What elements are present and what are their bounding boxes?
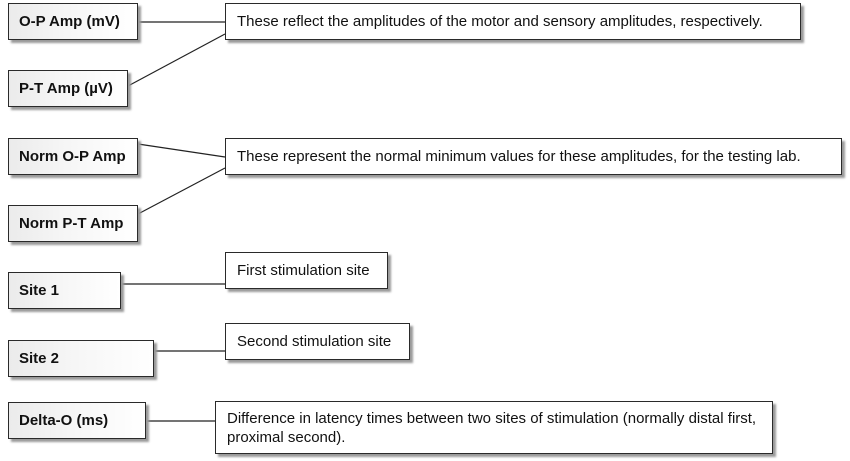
desc-site1-text: First stimulation site — [237, 262, 370, 279]
term-pt-amp-label: P-T Amp (µV) — [19, 80, 113, 97]
term-norm-op-amp-label: Norm O-P Amp — [19, 148, 126, 165]
desc-site2: Second stimulation site — [225, 323, 410, 360]
term-delta-o-label: Delta-O (ms) — [19, 412, 109, 429]
term-site1: Site 1 — [8, 272, 121, 309]
connector-pt-amp — [127, 33, 226, 87]
term-site2-label: Site 2 — [19, 350, 60, 367]
term-norm-pt-amp: Norm P-T Amp — [8, 205, 138, 242]
term-norm-op-amp: Norm O-P Amp — [8, 138, 138, 175]
term-pt-amp: P-T Amp (µV) — [8, 70, 128, 107]
term-site1-label: Site 1 — [19, 282, 60, 299]
desc-site2-text: Second stimulation site — [237, 333, 392, 350]
desc-normal-minimums: These represent the normal minimum value… — [225, 138, 842, 175]
term-norm-pt-amp-label: Norm P-T Amp — [19, 215, 124, 232]
desc-amplitudes: These reflect the amplitudes of the moto… — [225, 3, 801, 40]
term-op-amp-label: O-P Amp (mV) — [19, 13, 120, 30]
connector-norm-pt-amp — [137, 167, 226, 215]
term-op-amp: O-P Amp (mV) — [8, 3, 138, 40]
term-delta-o: Delta-O (ms) — [8, 402, 146, 439]
desc-normal-minimums-text: These represent the normal minimum value… — [237, 148, 801, 165]
connector-norm-op-amp — [137, 143, 226, 158]
term-site2: Site 2 — [8, 340, 154, 377]
desc-amplitudes-text: These reflect the amplitudes of the moto… — [237, 13, 763, 30]
desc-site1: First stimulation site — [225, 252, 388, 289]
desc-delta-o: Difference in latency times between two … — [215, 401, 773, 454]
desc-delta-o-text: Difference in latency times between two … — [227, 409, 757, 446]
